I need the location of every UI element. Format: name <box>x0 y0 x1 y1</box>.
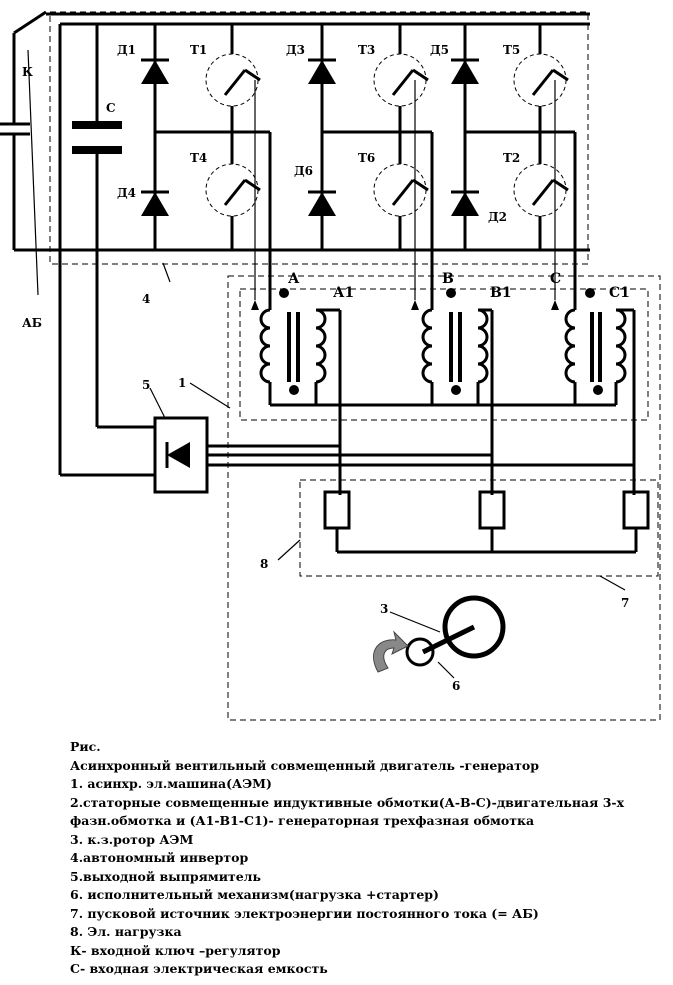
legend-subtitle: Асинхронный вентильный совмещенный двига… <box>70 757 539 773</box>
label-t4: Т4 <box>190 151 207 165</box>
label-t6: Т6 <box>358 151 375 165</box>
legend-line: 8. Эл. нагрузка <box>70 924 182 939</box>
label-n7: 7 <box>621 596 629 610</box>
inverter-block-boundary <box>49 11 589 265</box>
transistor-t3-icon <box>373 53 429 107</box>
legend-line: 5.выходной выпрямитель <box>70 868 261 884</box>
transistor-t2-icon <box>513 163 569 217</box>
legend-line: фазн.обмотка и (А1-В1-С1)- генераторная … <box>70 813 535 828</box>
transistor-t6-icon <box>373 163 429 217</box>
load-block-boundary <box>299 479 659 577</box>
legend-line: 3. к.з.ротор АЭМ <box>70 831 194 847</box>
transistor-t1-icon <box>205 53 261 107</box>
label-d2: Д2 <box>488 210 507 224</box>
label-d1: Д1 <box>117 43 136 57</box>
label-phase-b1: В1 <box>490 285 512 301</box>
legend-line: С- входная электрическая емкость <box>70 961 328 976</box>
label-n5: 5 <box>142 378 150 392</box>
label-key: К <box>22 65 33 79</box>
circuit-diagram: К С АБ Д1 Д4 Д3 Д6 Д5 Д2 Т1 Т4 Т3 Т6 Т5 … <box>0 10 661 721</box>
label-d3: Д3 <box>286 43 305 57</box>
label-t3: Т3 <box>358 43 375 57</box>
windings-block-boundary <box>239 288 649 421</box>
legend-line: 2.статорные совмещенные индуктивные обмо… <box>70 794 625 810</box>
figure-legend: Рис. Асинхронный вентильный совмещенный … <box>70 738 660 979</box>
label-t1: Т1 <box>190 43 207 57</box>
diode-d2-icon <box>451 190 479 216</box>
transistor-t4-icon <box>205 163 261 217</box>
diode-d1-icon <box>141 58 169 84</box>
diode-d6-icon <box>308 190 336 216</box>
legend-line: 7. пусковой источник электроэнергии пост… <box>70 905 539 921</box>
input-key <box>12 10 590 124</box>
capacitor <box>72 24 155 429</box>
legend-line: К- входной ключ –регулятор <box>70 942 281 958</box>
diode-d4-icon <box>141 190 169 216</box>
legend-title: Рис. <box>70 739 101 754</box>
label-phase-b: В <box>442 271 454 287</box>
diode-d3-icon <box>308 58 336 84</box>
label-t2: Т2 <box>503 151 520 165</box>
label-n1: 1 <box>178 376 186 390</box>
label-phase-a: А <box>288 271 300 287</box>
label-battery: АБ <box>22 316 42 330</box>
label-d4: Д4 <box>117 186 136 200</box>
label-d5: Д5 <box>430 43 449 57</box>
label-n4: 4 <box>142 292 150 306</box>
output-rectifier <box>153 416 634 494</box>
rotation-arrow-icon <box>373 630 409 673</box>
label-phase-c1: С1 <box>609 285 630 301</box>
battery <box>0 49 39 296</box>
label-phase-c: С <box>550 271 561 287</box>
machine-block-boundary <box>227 275 661 721</box>
label-d6: Д6 <box>294 164 313 178</box>
transistor-t5-icon <box>513 53 569 107</box>
legend-line: 4.автономный инвертор <box>70 850 249 865</box>
legend-line: 6. исполнительный механизм(нагрузка +ста… <box>70 887 439 902</box>
label-phase-a1: А1 <box>333 285 354 301</box>
diode-d5-icon <box>451 58 479 84</box>
label-n3: 3 <box>380 602 388 616</box>
rotor-and-mechanism <box>373 595 506 673</box>
legend-line: 1. асинхр. эл.машина(АЭМ) <box>70 776 272 791</box>
label-t5: Т5 <box>503 43 520 57</box>
label-n6: 6 <box>452 679 460 693</box>
label-capacitor: С <box>106 101 116 115</box>
electric-load <box>323 490 650 554</box>
label-n8: 8 <box>260 557 268 571</box>
